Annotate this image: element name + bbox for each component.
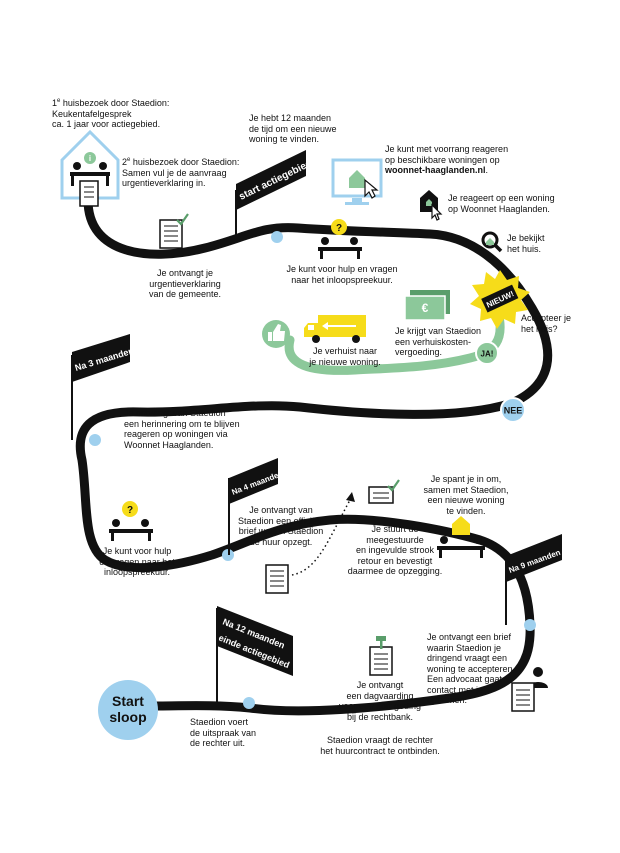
lawyer-document-icon (511, 667, 548, 712)
view-house-magnifier-icon (481, 231, 503, 253)
svg-text:€: € (422, 301, 429, 315)
step-return-slip: Je stuurt de meegestuurde en ingevulde s… (347, 524, 443, 576)
step-view-house: Je bekijkt het huis. (507, 233, 545, 254)
no-badge-label: NEE (504, 406, 523, 416)
flag-3-months: Na 3 maanden (71, 334, 135, 440)
step-move-new-home: Je verhuist naar je nieuwe woning. (309, 346, 381, 367)
flag-9-months: Na 9 maanden (505, 534, 562, 625)
step-accept-question: Accepteer je het huis? (521, 313, 572, 334)
step-priority-reaction: Je kunt met voorrang reageren op beschik… (385, 144, 509, 175)
timeline-road (75, 195, 553, 716)
computer-monitor-icon (331, 158, 383, 205)
road-marker-m9 (524, 619, 536, 631)
yes-badge (475, 341, 499, 365)
step-reminder: Je ontvangt van Staedion een herinnering… (124, 408, 240, 450)
money-banknotes-icon: € (404, 290, 450, 321)
moving-truck-icon (304, 315, 366, 343)
step-together-search: Je spant je in om, samen met Staedion, e… (423, 474, 509, 516)
svg-text:i: i (89, 154, 91, 163)
step-moving-allowance: Je krijgt van Staedion een verhuiskosten… (395, 326, 482, 357)
flag-12-months: Na 12 maanden einde actiegebied (216, 606, 293, 708)
official-letter-document-icon (265, 564, 289, 594)
thumbs-up-icon (262, 320, 290, 348)
step-urgent-letter: Je ontvangt een brief waarin Staedion je… (427, 632, 516, 705)
yes-badge-label: JA! (481, 350, 494, 359)
start-demolition-badge (98, 680, 158, 740)
step-react-woonnet: Je reageert op een woning op Woonnet Haa… (448, 193, 555, 214)
step-summons: Je ontvangt een dagvaarding voor een kor… (338, 680, 422, 722)
urgency-document-icon (159, 213, 189, 249)
step-official-letter: Je ontvangt van Staedion een officiële b… (238, 505, 324, 547)
step-second-home-visit: 2e huisbezoek door Staedion: Samen vul j… (122, 157, 240, 188)
road-marker-m3 (89, 434, 101, 446)
step-urgency-declaration: Je ontvangt je urgentieverklaring van de… (148, 268, 222, 299)
road-marker-m12 (243, 697, 255, 709)
new-badge (481, 284, 519, 313)
road-marker-start (271, 231, 283, 243)
home-visit-house-icon: i (60, 129, 120, 207)
together-house-icon (437, 516, 485, 558)
svg-text:?: ? (127, 505, 133, 516)
help-desk-icon-1: ? (318, 219, 362, 259)
step-dissolve-contract: Staedion vraagt de rechter het huurcontr… (320, 735, 440, 756)
return-arrow-head-icon (346, 492, 355, 502)
step-first-home-visit: 1e huisbezoek door Staedion: Keukentafel… (52, 98, 170, 129)
help-desk-icon-2: ? (109, 501, 153, 541)
step-execute-ruling: Staedion voert de uitspraak van de recht… (190, 717, 257, 748)
step-twelve-months: Je hebt 12 maanden de tijd om een nieuwe… (249, 113, 337, 144)
no-badge (500, 397, 526, 423)
step-help-walk-in-1: Je kunt voor hulp en vragen naar het inl… (286, 264, 398, 285)
step-help-walk-in-2: Je kunt voor hulp en vragen naar het inl… (99, 546, 175, 577)
summons-document-gavel-icon (369, 636, 393, 676)
return-slip-icon (368, 479, 400, 504)
react-house-cursor-icon (420, 190, 443, 221)
start-demolition-label-1: Start (112, 693, 144, 709)
svg-text:?: ? (336, 223, 342, 234)
start-demolition-label-2: sloop (109, 709, 146, 725)
